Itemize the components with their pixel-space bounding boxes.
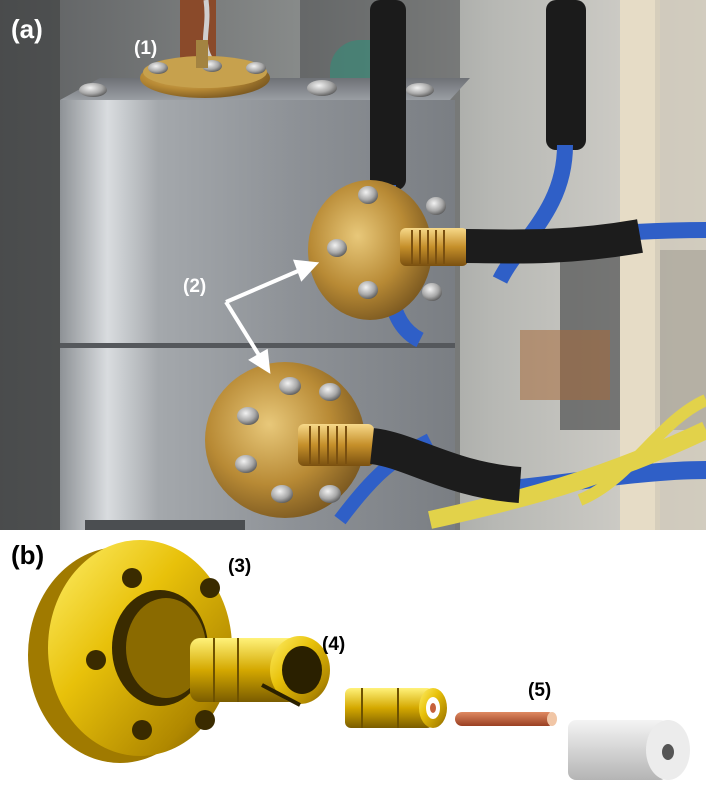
callout-4-label: (4) <box>322 634 346 655</box>
callout-2-label: (2) <box>183 276 207 297</box>
render-panel-b: (b) (3) (4) (5) <box>0 530 706 804</box>
exploded-connector-illustration <box>28 540 690 780</box>
callout-3-label: (3) <box>228 556 252 577</box>
photo-illustration <box>0 0 706 530</box>
photo-panel-a: (a) (1) (2) <box>0 0 706 530</box>
callout-1-label: (1) <box>134 38 158 59</box>
panel-a-label: (a) <box>11 14 43 44</box>
callout-5-label: (5) <box>528 680 552 701</box>
panel-b-label: (b) <box>11 540 45 570</box>
